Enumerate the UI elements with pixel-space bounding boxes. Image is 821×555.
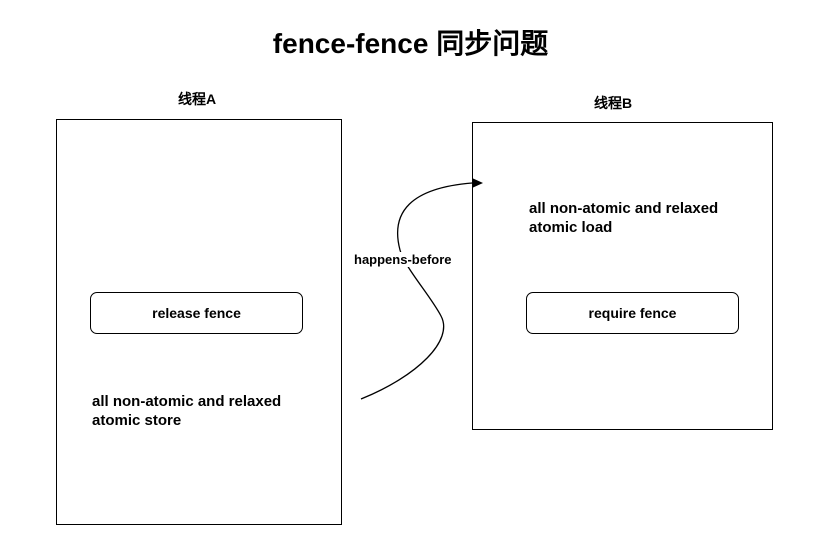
happens-before-label: happens-before bbox=[352, 252, 454, 267]
thread-b-note-line1: all non-atomic and relaxed bbox=[529, 200, 719, 217]
thread-b-label: 线程B bbox=[594, 95, 633, 111]
happens-before-arrowhead bbox=[472, 178, 483, 188]
thread-b-note-line2: atomic load bbox=[529, 219, 613, 236]
diagram-title: fence-fence 同步问题 bbox=[272, 28, 549, 59]
thread-a-note-line1: all non-atomic and relaxed bbox=[92, 393, 282, 410]
require-fence-label: require fence bbox=[588, 305, 677, 321]
release-fence-label: release fence bbox=[152, 305, 241, 321]
thread-a-note-line2: atomic store bbox=[92, 412, 182, 429]
happens-before-edge bbox=[360, 182, 473, 400]
release-fence-node: release fence bbox=[90, 292, 303, 334]
thread-a-note: all non-atomic and relaxed atomic store bbox=[92, 392, 281, 430]
thread-b-box bbox=[472, 122, 773, 430]
require-fence-node: require fence bbox=[526, 292, 739, 334]
thread-a-label: 线程A bbox=[178, 91, 217, 107]
thread-b-note: all non-atomic and relaxed atomic load bbox=[529, 199, 718, 237]
